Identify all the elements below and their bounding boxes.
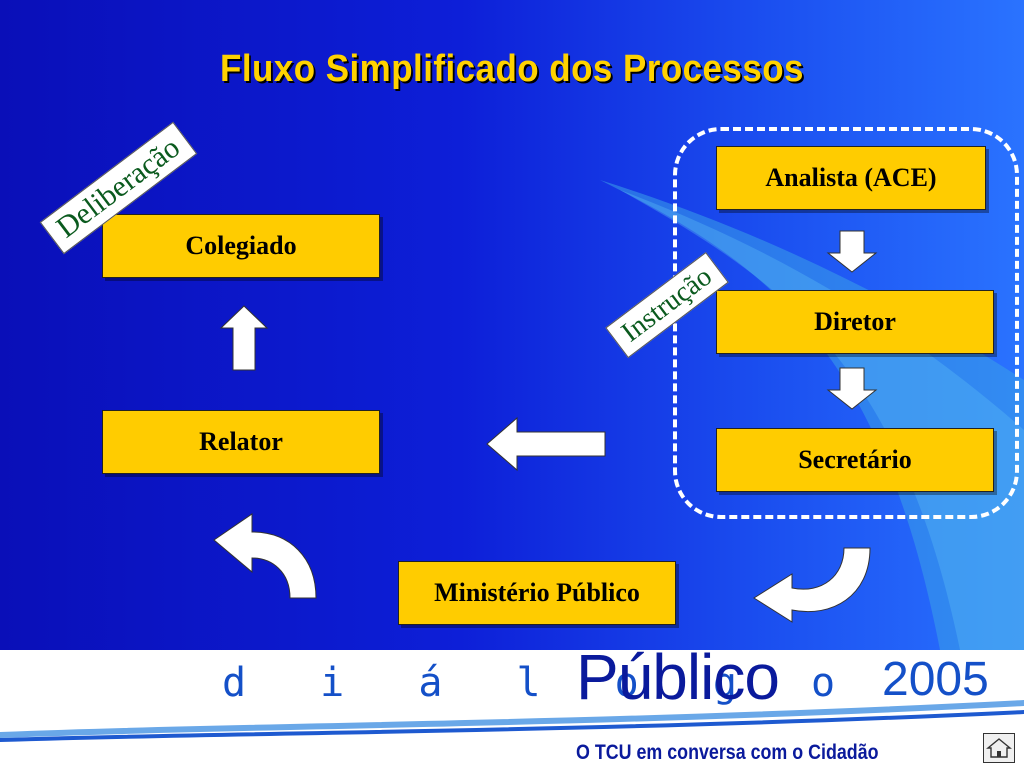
instrucao-group-outline: [673, 127, 1019, 519]
box-diretor: Diretor: [716, 290, 994, 354]
arrow-down-diretor-secretario: [826, 367, 878, 410]
home-button[interactable]: [983, 733, 1015, 763]
arrow-curved-secretario-ministerio: [753, 547, 871, 623]
arrow-left-to-relator: [486, 416, 606, 472]
slide-title: Fluxo Simplificado dos Processos: [220, 48, 804, 90]
footer-swoosh: [0, 700, 1024, 742]
footer-tagline: O TCU em conversa com o Cidadão: [576, 741, 879, 764]
light-beam-decoration: [600, 180, 1024, 650]
slide: Fluxo Simplificado dos Processos Analist…: [0, 0, 1024, 650]
arrow-up-relator-colegiado: [219, 305, 269, 371]
home-icon: [986, 738, 1012, 758]
box-ministerio-publico: Ministério Público: [398, 561, 676, 625]
box-relator: Relator: [102, 410, 380, 474]
brand-dialogo: d i á l o g o: [222, 660, 861, 706]
box-colegiado: Colegiado: [102, 214, 380, 278]
brand-year: 2005: [882, 653, 989, 706]
brand-publico: Público: [576, 641, 780, 713]
box-secretario: Secretário: [716, 428, 994, 492]
footer-banner: [0, 650, 1024, 768]
arrow-down-analista-diretor: [826, 230, 878, 273]
arrow-curved-ministerio-relator: [213, 513, 317, 599]
box-analista: Analista (ACE): [716, 146, 986, 210]
